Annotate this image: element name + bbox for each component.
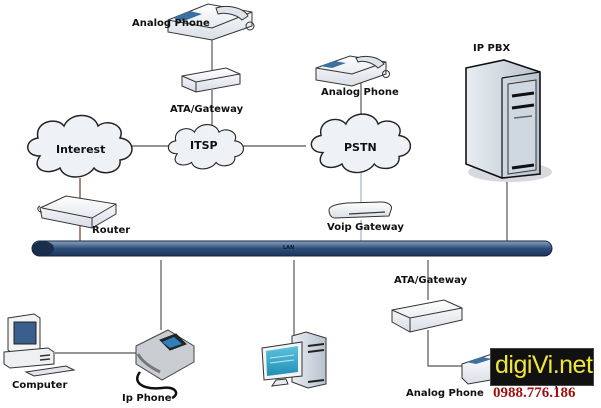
analog-phone-pstn-icon <box>315 55 390 87</box>
workstation-icon <box>261 331 327 389</box>
label-ata-gateway-top: ATA/Gateway <box>170 104 244 115</box>
label-analog-phone-top: Analog Phone <box>132 18 210 29</box>
label-ip-phone: Ip Phone <box>122 393 172 404</box>
ip-phone-icon <box>135 329 195 400</box>
watermark-logo: digiVi.net <box>490 348 594 386</box>
label-router: Router <box>92 225 131 236</box>
ata-gateway-bottom-icon <box>391 299 463 333</box>
watermark-phone: 0988.776.186 <box>493 385 576 401</box>
label-computer: Computer <box>12 380 68 391</box>
router-icon <box>37 195 117 229</box>
label-internet-cloud: Interest <box>56 143 106 156</box>
voip-gateway-icon <box>328 201 392 219</box>
connection-lines <box>55 35 508 367</box>
ata-gateway-top-icon <box>181 67 241 93</box>
label-ata-gateway-bottom: ATA/Gateway <box>394 275 468 286</box>
ip-pbx-server-icon <box>465 59 552 182</box>
label-analog-phone-bottom: Analog Phone <box>406 388 484 399</box>
lan-bus <box>31 240 553 257</box>
label-pstn-cloud: PSTN <box>344 141 377 154</box>
analog-phone-top-icon <box>167 3 255 41</box>
label-voip-gateway: Voip Gateway <box>327 222 404 233</box>
label-analog-phone-pstn: Analog Phone <box>321 87 399 98</box>
edge-ata-phone-bottom <box>427 330 465 367</box>
label-itsp-cloud: ITSP <box>190 139 218 152</box>
watermark-brand: digiVi.net <box>495 351 593 379</box>
label-ip-pbx: IP PBX <box>473 43 511 54</box>
label-lan: LAN <box>283 245 295 251</box>
computer-icon <box>3 313 76 377</box>
